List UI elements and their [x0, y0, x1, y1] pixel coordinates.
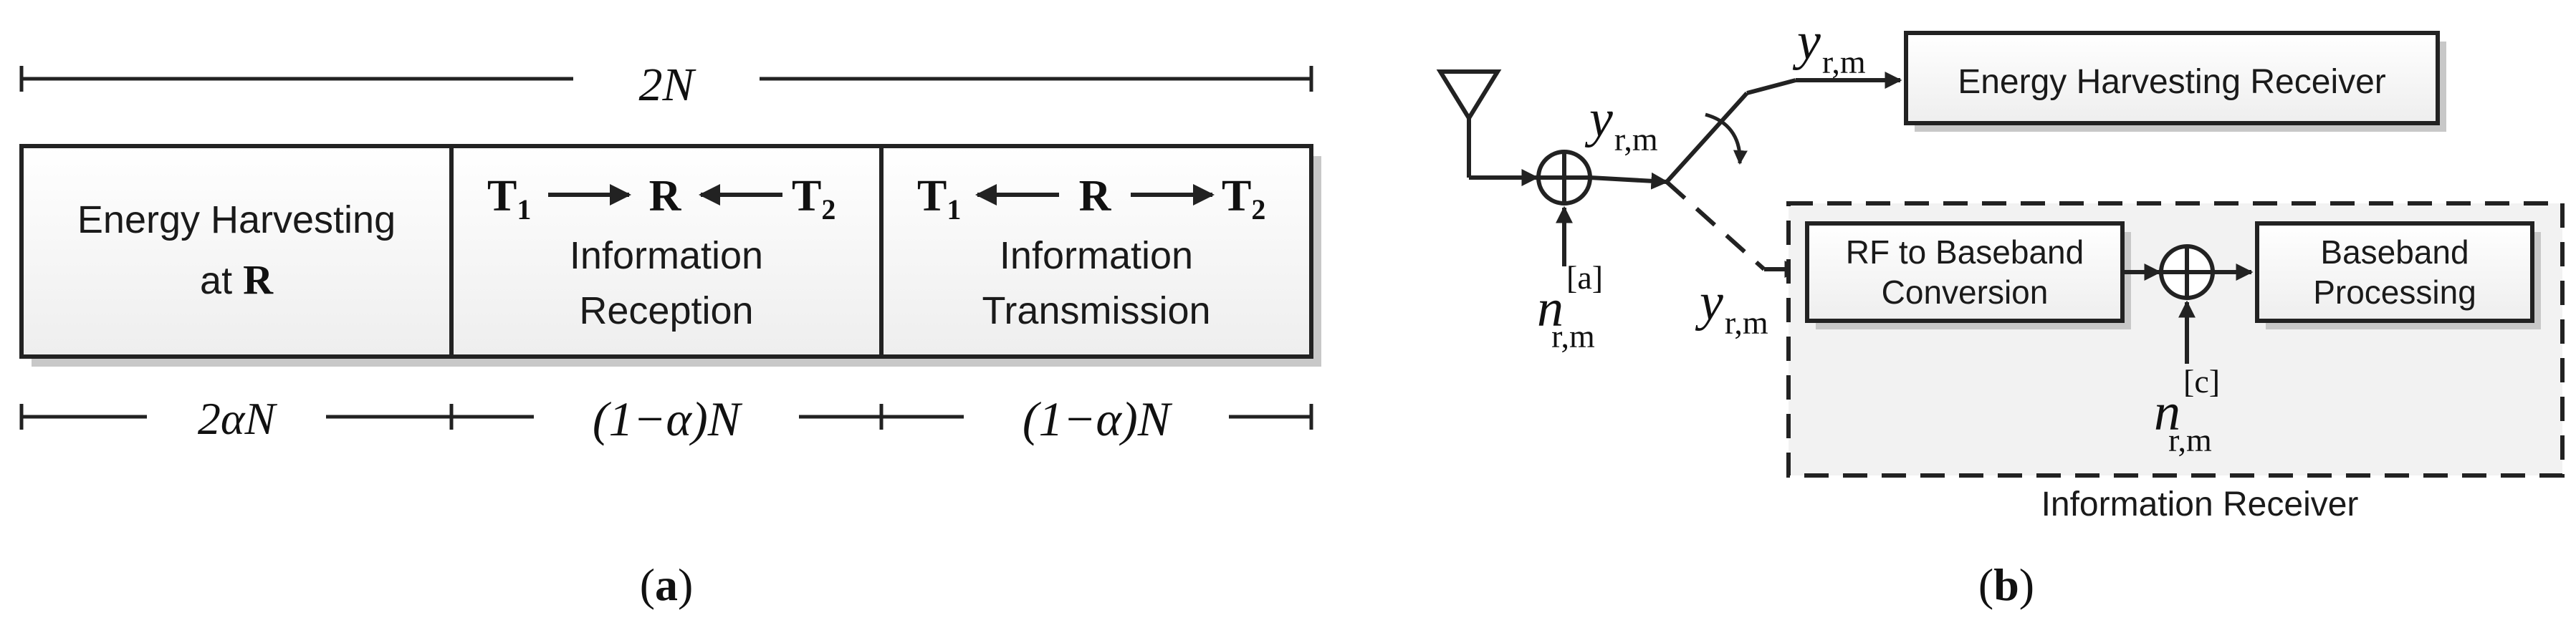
t2-label: T2	[792, 172, 835, 226]
label-gap	[573, 50, 760, 107]
panel-a: 2N Energy Harvesting at R T1 R T2 Inform…	[19, 50, 1321, 610]
adder-1-icon	[1536, 150, 1592, 266]
r-label: R	[1079, 172, 1112, 221]
r-label: R	[649, 172, 682, 221]
t1-label: T1	[487, 172, 531, 226]
signal-label-input: yr,m	[1584, 90, 1658, 158]
rf-block-line-1: RF to Baseband	[1846, 233, 2084, 271]
duration-dimensions: 2αN (1−α)N (1−α)N	[19, 380, 1313, 451]
panel-b: n[a]r,m yr,m yr,m yr,m Energy Harvesting…	[1436, 12, 2565, 610]
label-gap	[964, 380, 1229, 451]
energy-harvesting-receiver-block	[1904, 31, 2440, 125]
segment-energy-harvesting	[19, 144, 454, 359]
segment-3-line-1: Information	[1000, 234, 1193, 277]
t2-label: T2	[1222, 172, 1265, 226]
total-length-label: 2N	[638, 59, 696, 111]
segment-3-flow: T1 R T2	[917, 172, 1265, 226]
antenna-icon	[1436, 69, 1539, 186]
information-receiver-label: Information Receiver	[2041, 486, 2359, 523]
caption-a: (a)	[640, 559, 694, 610]
segment-information-reception	[449, 144, 884, 359]
signal-label-ir: yr,m	[1695, 273, 1768, 341]
label-gap	[147, 387, 326, 447]
bb-block-line-1: Baseband	[2320, 233, 2469, 271]
segment-information-transmission	[879, 144, 1313, 359]
caption-b: (b)	[1978, 559, 2034, 610]
signal-label-eh: yr,m	[1792, 12, 1866, 80]
rf-to-baseband-block	[1805, 221, 2125, 323]
segment-3-line-2: Transmission	[982, 289, 1210, 332]
segment-2-line-2: Reception	[579, 289, 753, 332]
baseband-processing-block	[2255, 221, 2534, 323]
segment-1-line-1: Energy Harvesting	[77, 198, 396, 241]
noise-c-label: n[c]r,m	[2154, 363, 2220, 458]
duration-information-transmission: (1−α)N	[1023, 392, 1173, 446]
rf-block-line-2: Conversion	[1882, 274, 2049, 311]
timeline-frame	[19, 144, 1321, 367]
noise-a-label: n[a]r,m	[1537, 259, 1603, 354]
switch-icon	[1665, 78, 1802, 278]
duration-energy-harvesting: 2αN	[198, 393, 278, 444]
segment-1-line-2: at R	[200, 256, 274, 303]
signal-line	[1589, 172, 1669, 190]
segment-2-line-1: Information	[570, 234, 763, 277]
t1-label: T1	[917, 172, 961, 226]
segment-2-flow: T1 R T2	[487, 172, 835, 226]
total-length-dimension: 2N	[19, 50, 1313, 111]
energy-harvesting-receiver-label: Energy Harvesting Receiver	[1958, 63, 2386, 101]
duration-information-reception: (1−α)N	[593, 392, 743, 446]
bb-block-line-2: Processing	[2313, 274, 2476, 311]
label-gap	[534, 380, 799, 451]
